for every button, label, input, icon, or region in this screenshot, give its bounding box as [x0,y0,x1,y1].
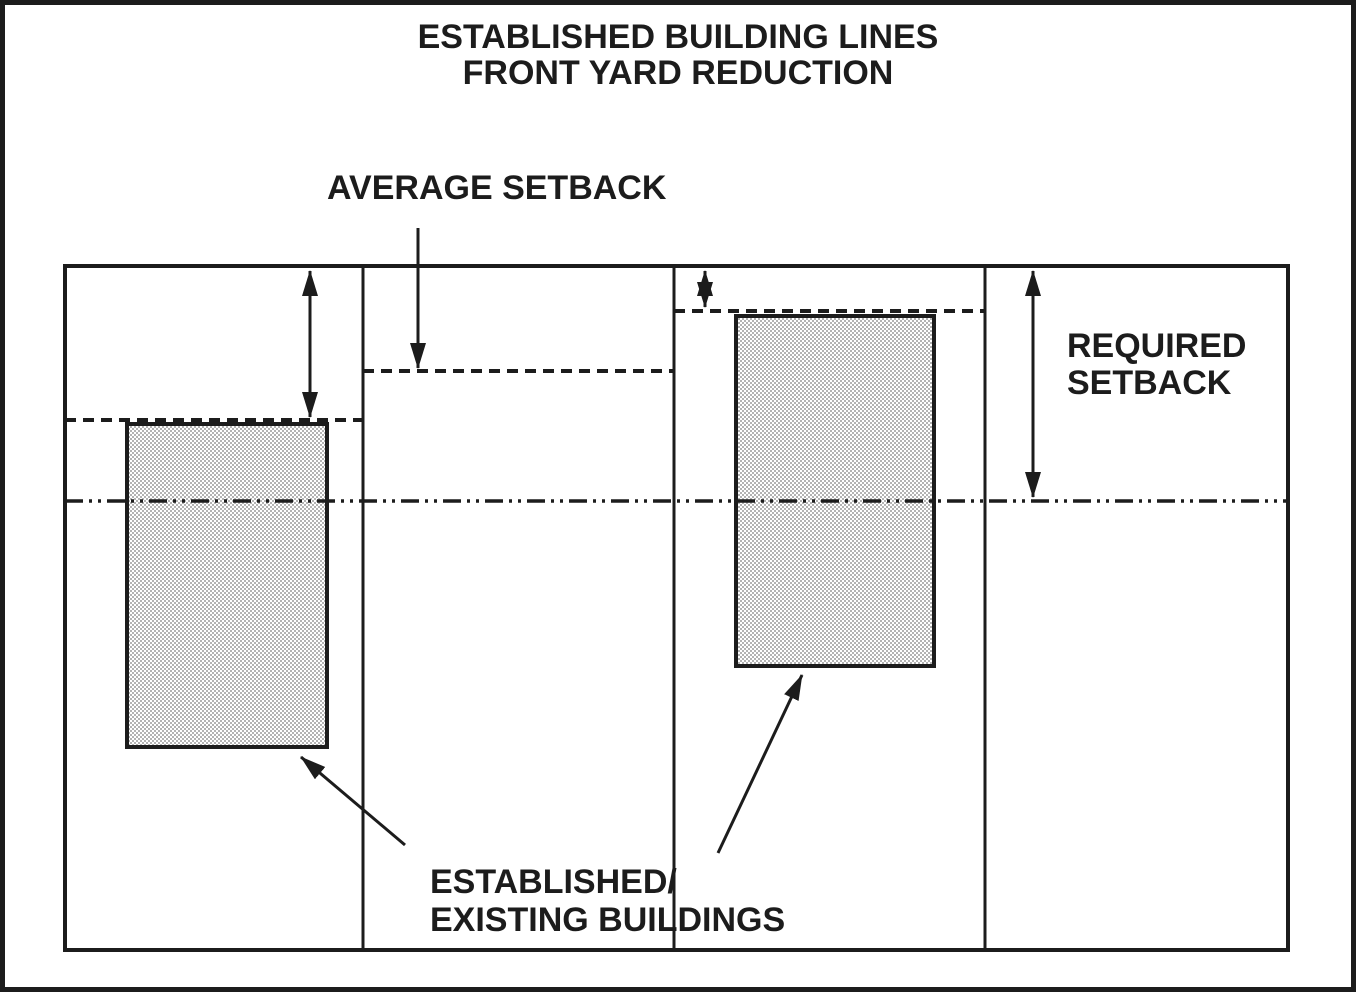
page-title: ESTABLISHED BUILDING LINES FRONT YARD RE… [5,19,1351,91]
page-title-line2: FRONT YARD REDUCTION [462,54,894,92]
building-pointer-arrow-right [716,674,804,854]
required-setback-label-line1: REQUIRED [1067,327,1247,365]
required-setback-label-line2: SETBACK [1067,364,1232,402]
building-right [734,314,936,668]
page-title-line1: ESTABLISHED BUILDING LINES [417,18,939,56]
lot-block-boundary [63,264,1290,952]
existing-buildings-label: ESTABLISHED/ EXISTING BUILDINGS [430,863,785,939]
existing-buildings-label-line1: ESTABLISHED/ [430,863,677,901]
average-setback-label: AVERAGE SETBACK [327,169,667,207]
building-pointer-arrow-left [300,755,406,847]
building-left [125,422,329,749]
required-setback-label: REQUIRED SETBACK [1067,328,1246,402]
existing-buildings-label-line2: EXISTING BUILDINGS [430,901,786,939]
